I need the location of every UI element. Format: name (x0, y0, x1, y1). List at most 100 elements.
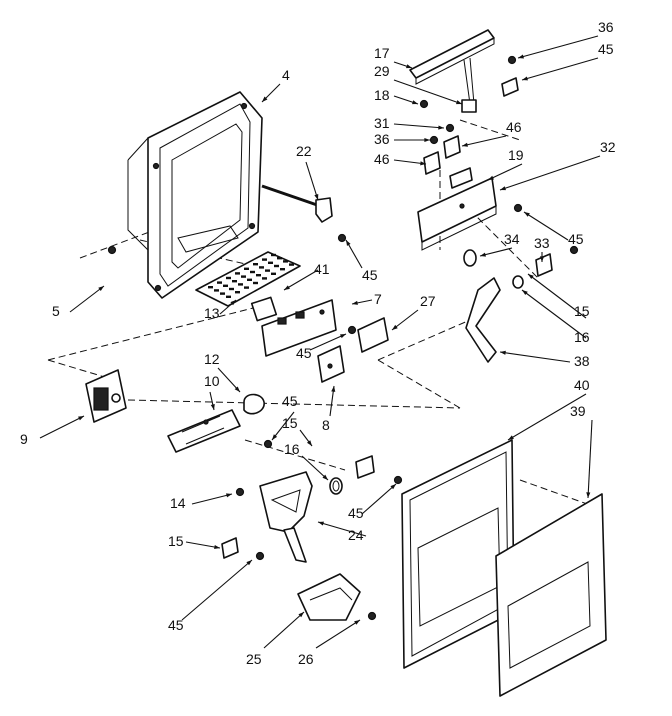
leader-arrowhead (234, 386, 240, 392)
label-part-26: 26 (298, 651, 314, 667)
spring-part-16 (329, 477, 343, 495)
leader-arrowhead (524, 212, 530, 217)
leader-arrowhead (420, 161, 426, 166)
leader-arrowhead (230, 300, 236, 306)
label-part-46a: 45 (598, 41, 614, 57)
top-cover-part-17 (409, 29, 495, 85)
leader-arrowhead (314, 194, 319, 200)
door-panel-part-39 (495, 493, 607, 697)
leader-arrowhead (78, 416, 84, 421)
arm-part-38 (465, 277, 501, 363)
leader-arrowhead (226, 493, 232, 498)
grille-slot (253, 263, 258, 266)
leader-arrowhead (528, 274, 534, 280)
light-housing-part-9 (85, 369, 127, 423)
leader-arrowhead (284, 285, 290, 290)
label-part-45b: 45 (296, 345, 312, 361)
leader-arrowhead (262, 96, 268, 102)
clip-part-15-lower (221, 537, 239, 559)
label-part-32: 32 (600, 139, 616, 155)
leader-line (521, 289, 587, 339)
switch-part-46c (423, 151, 441, 175)
label-part-19: 19 (508, 147, 524, 163)
grille-slot (268, 261, 273, 264)
label-part-45e: 45 (168, 617, 184, 633)
leader-arrowhead (438, 125, 444, 130)
fasteners (107, 55, 579, 621)
grille-slot (262, 258, 267, 261)
leader-line (507, 393, 587, 441)
door-frame-part-40 (401, 439, 515, 669)
leader-line (181, 559, 253, 621)
channel-part-32 (417, 177, 497, 251)
label-part-40: 40 (574, 377, 590, 393)
grille-slot (220, 292, 225, 295)
grille-slot (244, 286, 249, 289)
bracket-part-33 (535, 253, 553, 277)
label-part-12: 12 (204, 351, 220, 367)
grille-slot (214, 289, 219, 292)
leader-line (517, 35, 599, 59)
leader-arrowhead (518, 54, 524, 59)
label-part-36b: 36 (374, 131, 390, 147)
leader-line (361, 483, 397, 515)
label-part-41: 41 (314, 261, 330, 277)
solenoid-part-34 (463, 249, 477, 267)
label-part-18: 18 (374, 87, 390, 103)
plate-part-8 (317, 345, 345, 383)
grille-slot (229, 287, 234, 291)
leader-line (185, 541, 221, 549)
leader-lines (39, 35, 601, 649)
leader-line (523, 211, 569, 241)
leader-arrowhead (500, 350, 506, 355)
grille-slot (208, 286, 213, 289)
label-part-31: 31 (374, 115, 390, 131)
label-part-5: 5 (52, 303, 60, 319)
label-part-29: 29 (374, 63, 390, 79)
label-part-46c: 46 (374, 151, 390, 167)
spring-part-16-right (512, 275, 524, 289)
label-part-13: 13 (204, 305, 220, 321)
leader-arrowhead (331, 386, 336, 392)
grille-slot (250, 270, 255, 274)
leader-line (521, 57, 599, 81)
label-part-46b: 46 (506, 119, 522, 135)
leader-arrowhead (98, 286, 104, 292)
label-part-15b: 15 (282, 415, 298, 431)
leader-line (263, 611, 305, 649)
grille-slot (238, 283, 243, 286)
leader-line (487, 163, 523, 181)
label-part-33: 33 (534, 235, 550, 251)
leader-line (69, 285, 105, 313)
label-part-4: 4 (282, 67, 290, 83)
grille-slot (283, 260, 288, 263)
leader-arrowhead (318, 521, 324, 526)
clip-part-15 (355, 455, 375, 479)
leader-arrowhead (488, 175, 494, 180)
leader-line (587, 419, 593, 499)
grille-slot (223, 284, 228, 287)
label-part-15c: 15 (574, 303, 590, 319)
switch-bracket-part-7 (261, 299, 337, 357)
bracket-part-19 (449, 167, 473, 189)
leader-arrowhead (352, 300, 358, 305)
grille-slot (271, 253, 276, 257)
leader-line (499, 351, 571, 363)
hinge-bracket-part-10 (167, 409, 241, 453)
leader-arrowhead (412, 100, 418, 105)
leader-arrowhead (522, 76, 528, 81)
leader-line (191, 493, 233, 505)
leader-line (527, 273, 587, 319)
label-part-45c: 45 (282, 393, 298, 409)
grille-slot (226, 276, 231, 280)
leader-arrowhead (340, 334, 346, 339)
label-part-27: 27 (420, 293, 436, 309)
leader-arrowhead (322, 474, 328, 480)
grille-slot (232, 280, 237, 283)
grille-slot (241, 275, 246, 278)
leader-arrowhead (500, 186, 506, 191)
assembly-dashed-lines (47, 119, 591, 506)
grille-slot (253, 281, 258, 285)
